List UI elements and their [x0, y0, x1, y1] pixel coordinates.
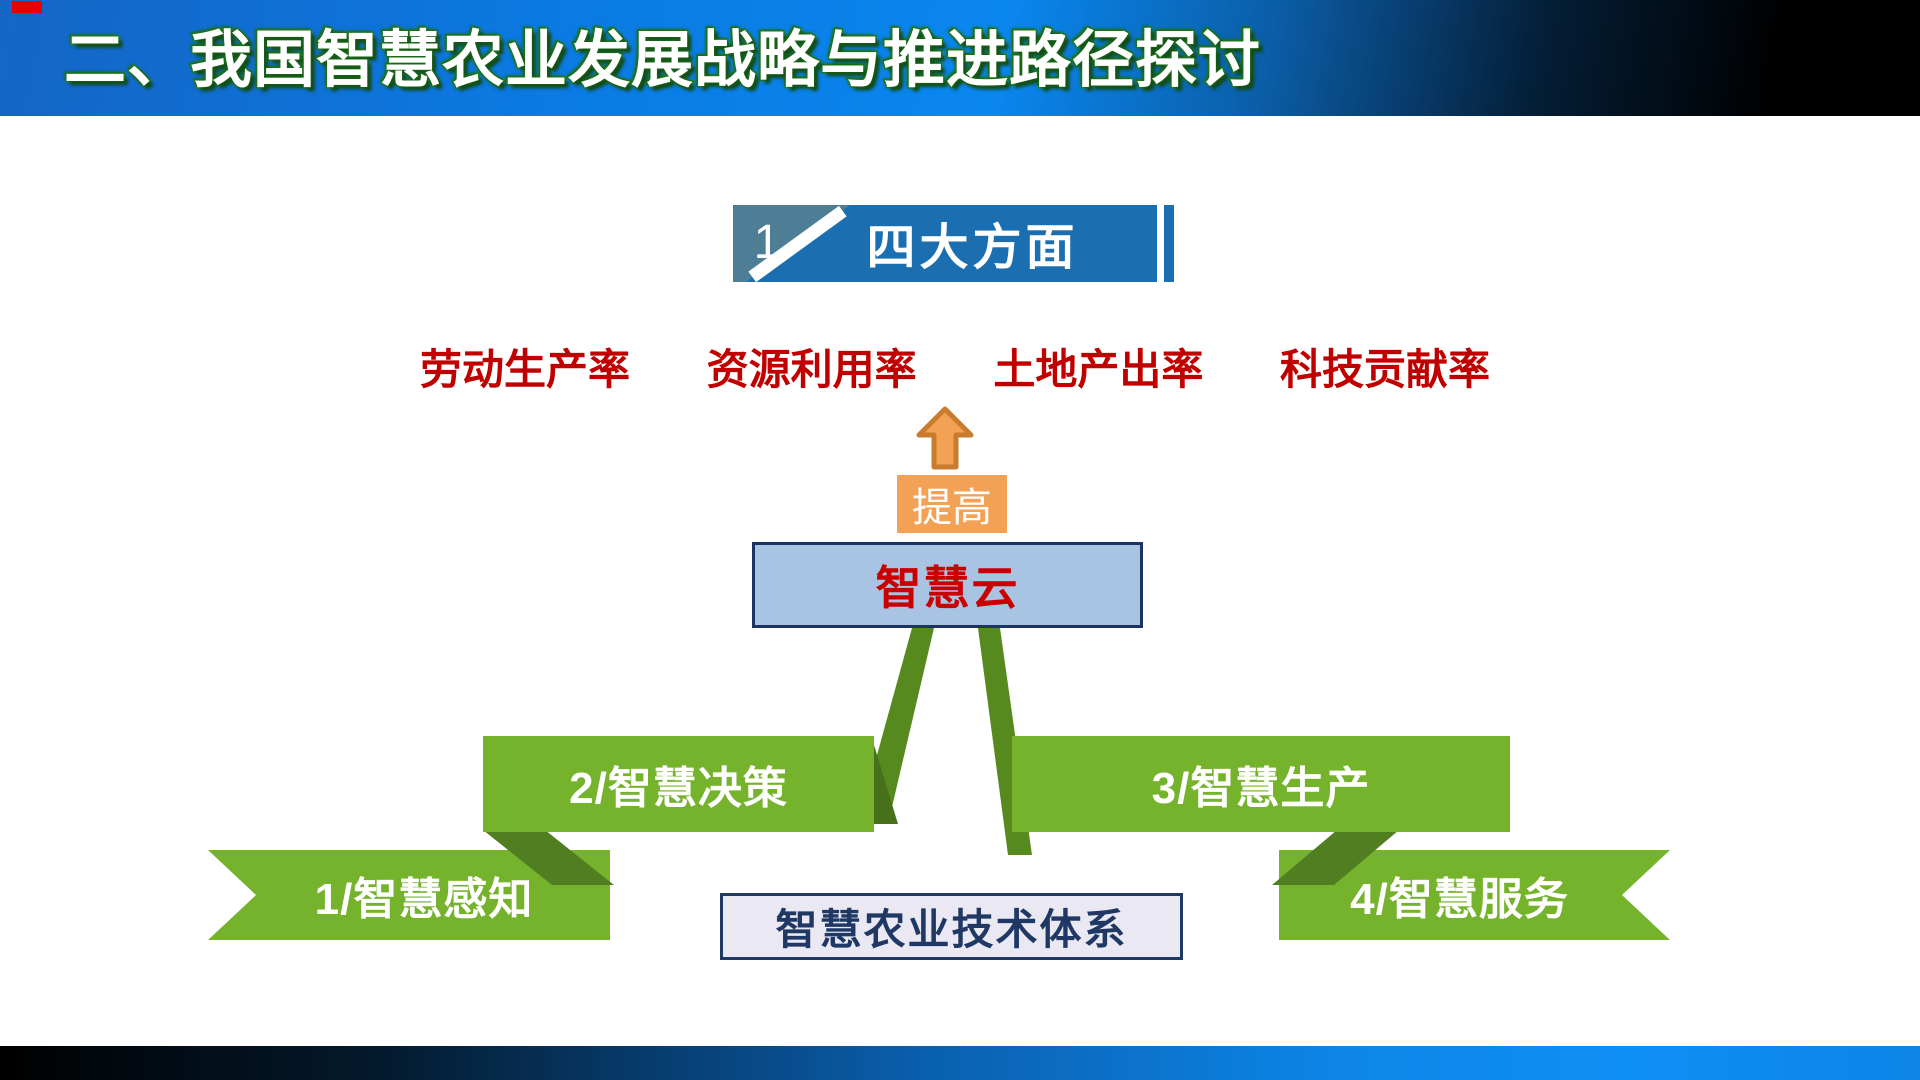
section-banner: 1 四大方面 [733, 205, 1157, 283]
metric-tech-contribution: 科技贡献率 [1279, 345, 1490, 393]
header-bar: 二、我国智慧农业发展战略与推进路径探讨 [0, 0, 1920, 116]
corner-accent [12, 1, 42, 13]
banner-end-bar [1164, 205, 1174, 282]
metric-land-output: 土地产出率 [993, 345, 1204, 393]
slide-title: 二、我国智慧农业发展战略与推进路径探讨 [63, 25, 1262, 97]
footer-bar [0, 1046, 1920, 1080]
section-title: 四大方面 [866, 221, 1079, 275]
improve-tag: 提高 [897, 475, 1007, 533]
tech-system-box: 智慧农业技术体系 [720, 893, 1183, 960]
section-number: 1 [753, 216, 781, 269]
ribbon-smart-decision: 2/智慧决策 [483, 736, 874, 832]
up-arrow-icon [916, 406, 974, 470]
metric-resource-utilization: 资源利用率 [706, 345, 917, 393]
ribbon-smart-production: 3/智慧生产 [1012, 736, 1510, 832]
metrics-row: 劳动生产率 资源利用率 土地产出率 科技贡献率 [420, 340, 1490, 393]
cloud-box: 智慧云 [752, 542, 1143, 628]
metric-labor-productivity: 劳动生产率 [420, 345, 631, 393]
